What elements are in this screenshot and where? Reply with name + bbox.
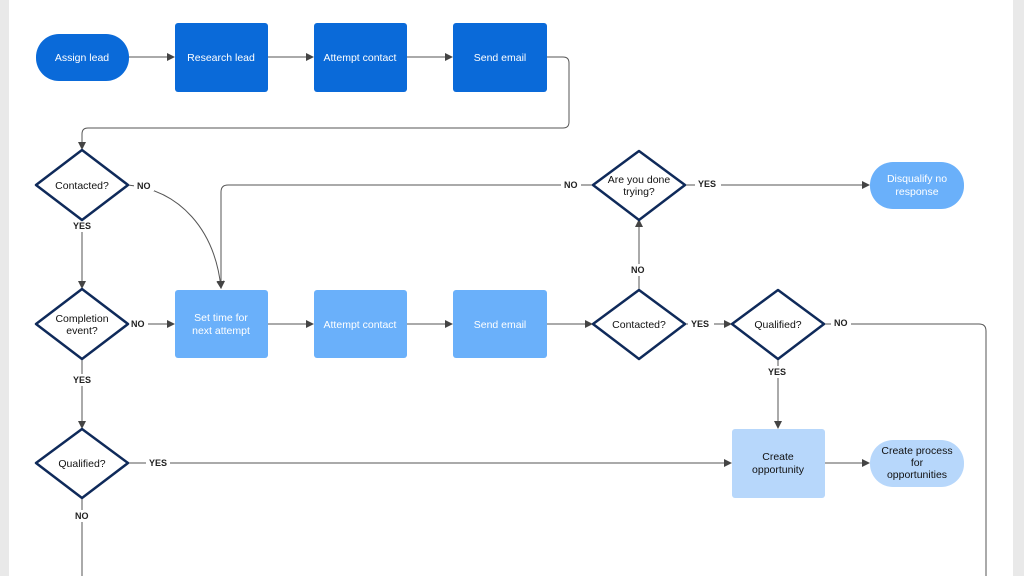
node-label: Contacted? (55, 180, 109, 192)
node-label: Attempt contact (324, 319, 397, 331)
node-label: Create (762, 451, 794, 463)
node-create-opportunity[interactable]: Create opportunity (732, 429, 825, 498)
node-label: opportunity (752, 464, 805, 476)
node-attempt-contact-2[interactable]: Attempt contact (314, 290, 407, 358)
node-label: Completion (55, 313, 108, 325)
node-label: Qualified? (754, 319, 801, 331)
decision-done-trying[interactable]: Are you done trying? (591, 149, 687, 222)
node-label: Research lead (187, 52, 255, 64)
node-label: Qualified? (58, 458, 105, 470)
decision-contacted-1[interactable]: Contacted? (34, 148, 130, 222)
edge-label-completion-no: NO (131, 319, 145, 329)
node-label: for (911, 457, 924, 469)
node-disqualify[interactable]: Disqualify no response (870, 162, 964, 209)
nodes: Assign lead Research lead Attempt contac… (34, 23, 964, 500)
node-send-email-1[interactable]: Send email (453, 23, 547, 92)
node-label: Are you done (608, 174, 671, 186)
node-assign-lead[interactable]: Assign lead (36, 34, 129, 81)
node-label: trying? (623, 186, 655, 198)
node-label: Disqualify no (887, 173, 947, 185)
decision-completion-event[interactable]: Completion event? (34, 287, 130, 361)
edge-labels: NO YES NO YES YES NO NO YES NO YES NO YE… (68, 178, 851, 522)
node-label: Attempt contact (324, 52, 397, 64)
flowchart: NO YES NO YES YES NO NO YES NO YES NO YE… (34, 23, 987, 576)
node-label: Assign lead (55, 52, 109, 64)
node-label: next attempt (192, 325, 250, 337)
edge-label-contacted-yes: YES (73, 221, 91, 231)
decision-contacted-2[interactable]: Contacted? (591, 288, 687, 361)
node-research-lead[interactable]: Research lead (175, 23, 268, 92)
node-label: Set time for (194, 312, 248, 324)
edge-label-done-no: NO (564, 180, 578, 190)
node-label: event? (66, 325, 98, 337)
node-create-process[interactable]: Create process for opportunities (870, 440, 964, 487)
edge-send-contacted (78, 56, 570, 150)
edge-qualified2-no-right (824, 323, 987, 576)
edge-label-contacted-no: NO (137, 181, 151, 191)
edge-contacted-no-settime (127, 184, 225, 289)
node-set-time[interactable]: Set time for next attempt (175, 290, 268, 358)
edge-done-no-settime (217, 184, 593, 289)
edge-label-contacted2-no: NO (631, 265, 645, 275)
edge-label-qualified2-no: NO (834, 318, 848, 328)
node-label: Contacted? (612, 319, 666, 331)
edge-label-done-yes: YES (698, 179, 716, 189)
edge-label-contacted2-yes: YES (691, 319, 709, 329)
edge-label-qualified-no: NO (75, 511, 89, 521)
node-label: Send email (474, 52, 527, 64)
edge-label-completion-yes: YES (73, 375, 91, 385)
node-label: Create process (881, 445, 952, 457)
edge-label-qualified-yes: YES (149, 458, 167, 468)
decision-qualified-2[interactable]: Qualified? (730, 288, 826, 361)
edge-label-qualified2-yes: YES (768, 367, 786, 377)
diagram-canvas: NO YES NO YES YES NO NO YES NO YES NO YE… (9, 0, 1013, 576)
node-label: response (895, 186, 938, 198)
decision-qualified-1[interactable]: Qualified? (34, 427, 130, 500)
node-send-email-2[interactable]: Send email (453, 290, 547, 358)
node-attempt-contact-1[interactable]: Attempt contact (314, 23, 407, 92)
node-label: opportunities (887, 469, 947, 481)
node-label: Send email (474, 319, 527, 331)
